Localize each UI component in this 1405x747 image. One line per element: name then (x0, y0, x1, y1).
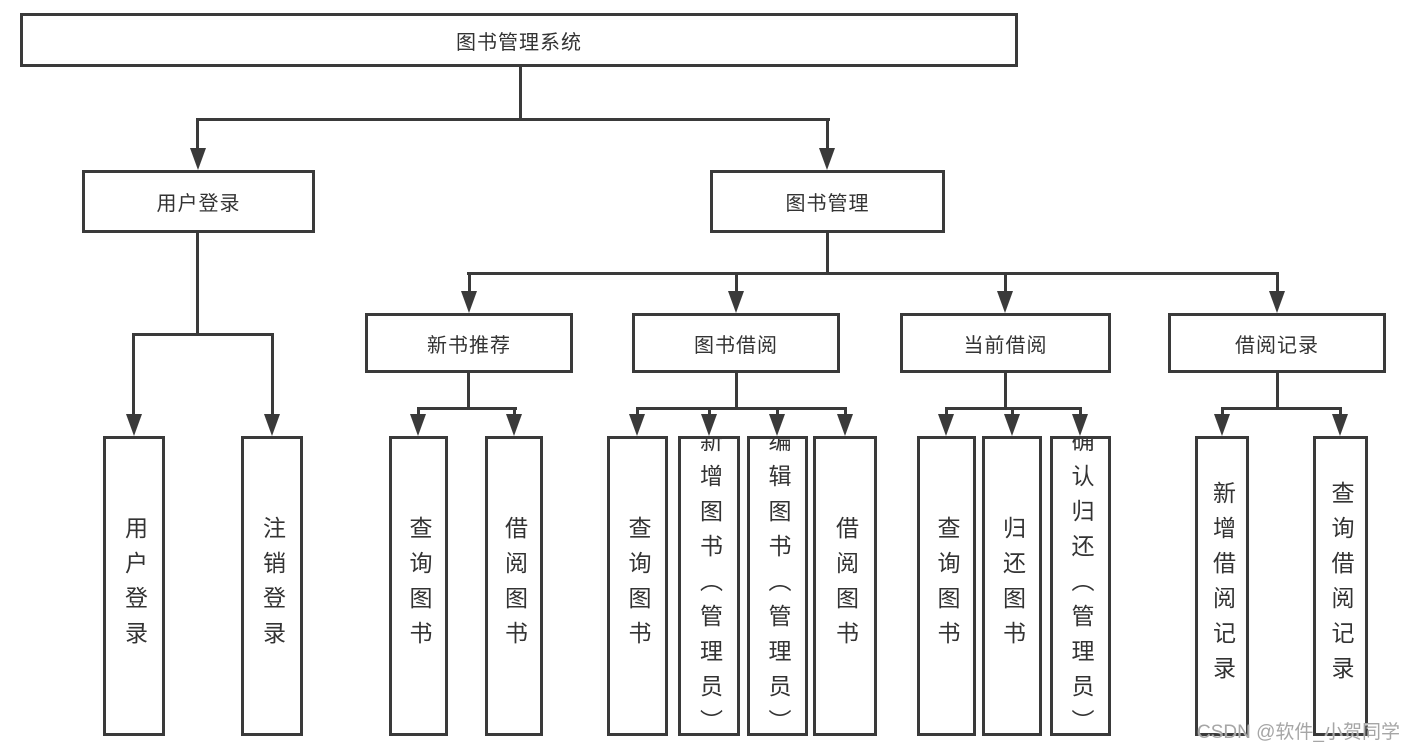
connector-line (1276, 373, 1279, 410)
connector-line (1276, 272, 1279, 293)
connector-line (196, 118, 199, 152)
leaf-borrow-books: 借阅图书 (813, 436, 877, 736)
connector-line (1221, 407, 1224, 417)
arrow-down-icon (410, 414, 426, 436)
node-borrowing-records: 借阅记录 (1168, 313, 1386, 373)
leaf-user-login: 用户登录 (103, 436, 165, 736)
arrow-down-icon (264, 414, 280, 436)
connector-line (844, 407, 847, 417)
leaf-label: 查询图书 (934, 516, 960, 656)
node-label: 借阅记录 (1235, 334, 1319, 357)
connector-line (735, 272, 738, 293)
connector-line (132, 333, 274, 336)
leaf-query-books-recommend: 查询图书 (389, 436, 448, 736)
arrow-down-icon (1072, 414, 1088, 436)
arrow-down-icon (1269, 291, 1285, 313)
connector-line (1221, 407, 1342, 410)
connector-line (735, 373, 738, 410)
connector-line (132, 333, 135, 415)
connector-line (826, 118, 829, 152)
arrow-down-icon (1214, 414, 1230, 436)
arrow-down-icon (126, 414, 142, 436)
leaf-query-borrow-record: 查询借阅记录 (1313, 436, 1368, 736)
connector-line (1339, 407, 1342, 417)
connector-line (417, 407, 517, 410)
leaf-add-book-admin: 新增图书（管理员） (678, 436, 740, 736)
leaf-add-borrow-record: 新增借阅记录 (1195, 436, 1249, 736)
connector-line (1079, 407, 1082, 417)
leaf-query-books-current: 查询图书 (917, 436, 976, 736)
leaf-logout: 注销登录 (241, 436, 303, 736)
node-label: 用户登录 (156, 193, 241, 215)
arrow-down-icon (938, 414, 954, 436)
leaf-label: 编辑图书（管理员） (765, 436, 791, 736)
connector-line (467, 373, 470, 410)
arrow-down-icon (819, 148, 835, 170)
leaf-label: 查询借阅记录 (1328, 481, 1354, 691)
node-label: 图书借阅 (694, 334, 778, 357)
leaf-label: 归还图书 (999, 516, 1026, 656)
leaf-label: 借阅图书 (501, 516, 528, 656)
node-label: 图书管理 (785, 193, 870, 215)
connector-line (467, 272, 1279, 275)
node-user-login: 用户登录 (82, 170, 315, 233)
node-label: 当前借阅 (963, 334, 1048, 357)
csdn-watermark: CSDN @软件_小贺同学 (1197, 722, 1400, 743)
node-new-book-recommendation: 新书推荐 (365, 313, 573, 373)
leaf-label: 注销登录 (259, 516, 286, 656)
arrow-down-icon (461, 291, 477, 313)
leaf-label: 查询图书 (625, 516, 651, 656)
arrow-down-icon (701, 414, 717, 436)
arrow-down-icon (1332, 414, 1348, 436)
arrow-down-icon (769, 414, 785, 436)
connector-line (417, 407, 420, 417)
node-current-borrowing: 当前借阅 (900, 313, 1111, 373)
node-book-borrowing: 图书借阅 (632, 313, 840, 373)
node-library-management-system: 图书管理系统 (20, 13, 1018, 67)
leaf-label: 查询图书 (406, 516, 432, 656)
connector-line (196, 233, 199, 336)
leaf-label: 借阅图书 (832, 516, 859, 656)
arrow-down-icon (728, 291, 744, 313)
leaf-borrow-books-recommend: 借阅图书 (485, 436, 543, 736)
connector-line (1004, 272, 1007, 293)
leaf-return-book: 归还图书 (982, 436, 1042, 736)
connector-line (636, 407, 847, 410)
arrow-down-icon (837, 414, 853, 436)
leaf-query-books-borrow: 查询图书 (607, 436, 668, 736)
arrow-down-icon (997, 291, 1013, 313)
connector-line (776, 407, 779, 417)
connector-line (708, 407, 711, 417)
arrow-down-icon (506, 414, 522, 436)
leaf-confirm-return-admin: 确认归还（管理员） (1050, 436, 1111, 736)
arrow-down-icon (1004, 414, 1020, 436)
leaf-label: 确认归还（管理员） (1068, 436, 1094, 736)
connector-line (271, 333, 274, 415)
connector-line (945, 407, 948, 417)
connector-line (1011, 407, 1014, 417)
leaf-edit-book-admin: 编辑图书（管理员） (747, 436, 808, 736)
arrow-down-icon (629, 414, 645, 436)
connector-line (468, 272, 471, 293)
connector-line (196, 118, 830, 121)
connector-line (826, 233, 829, 275)
connector-line (636, 407, 639, 417)
connector-line (1004, 373, 1007, 410)
leaf-label: 新增借阅记录 (1209, 481, 1236, 691)
node-book-management: 图书管理 (710, 170, 945, 233)
connector-line (513, 407, 516, 417)
node-label: 图书管理系统 (456, 31, 582, 54)
connector-line (519, 67, 522, 120)
leaf-label: 新增图书（管理员） (696, 436, 723, 736)
arrow-down-icon (190, 148, 206, 170)
node-label: 新书推荐 (427, 334, 511, 357)
leaf-label: 用户登录 (121, 516, 148, 656)
